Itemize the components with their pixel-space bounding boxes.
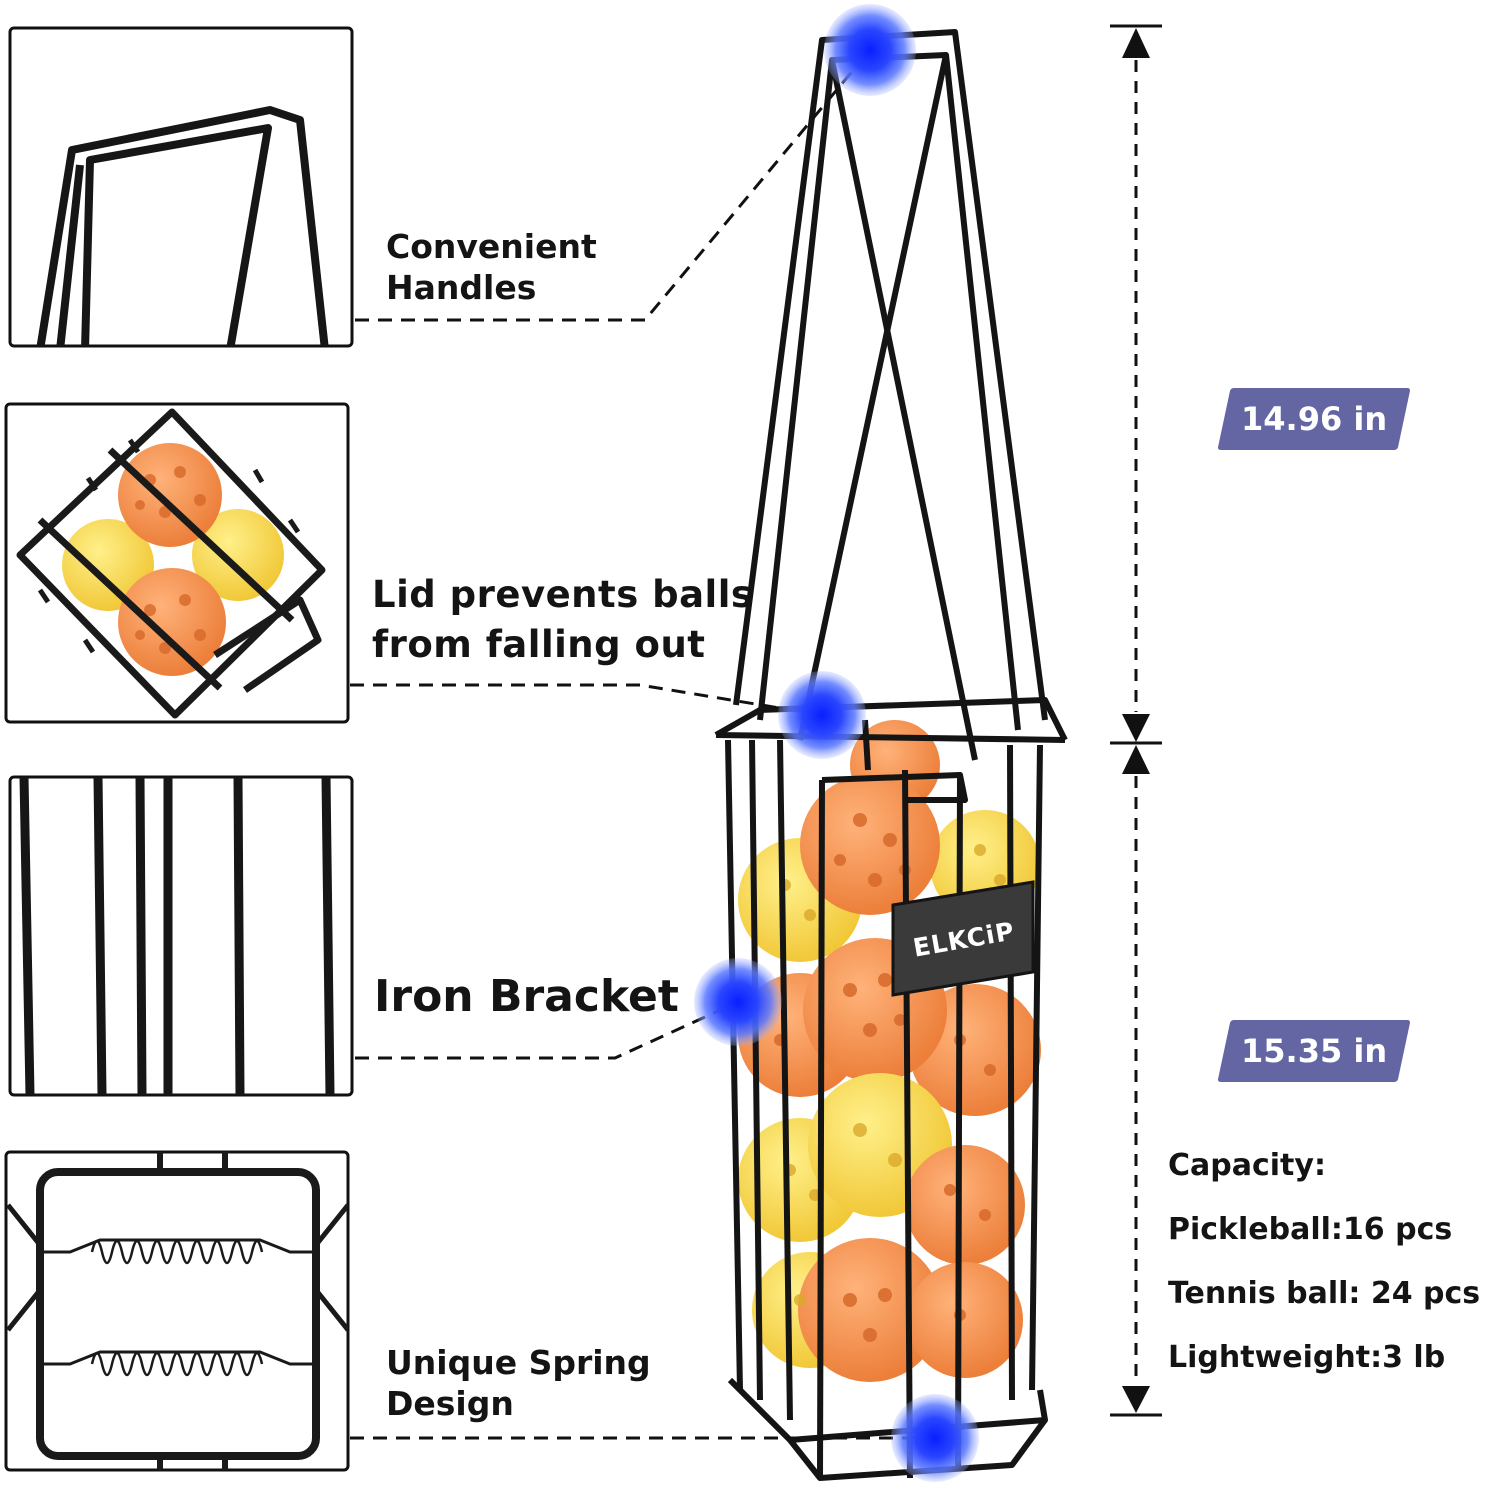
bracket-closeup-icon: [8, 775, 354, 1097]
lid-closeup-icon: [4, 402, 350, 724]
dimension-badge-top: 14.96 in: [1217, 388, 1411, 450]
hotspot-bracket-icon: [694, 958, 782, 1046]
callout-handles: Convenient Handles: [386, 226, 646, 308]
spec-pickleball: Pickleball:16 pcs: [1168, 1212, 1453, 1247]
callout-handles-line1: Convenient: [386, 227, 597, 266]
callout-spring-line2: Design: [386, 1384, 514, 1423]
callout-lid-line1: Lid prevents balls: [372, 573, 754, 616]
hotspot-icons: [694, 4, 979, 1482]
brand-plate: [891, 880, 1035, 997]
dimension-bottom-label: 15.35 in: [1240, 1032, 1388, 1070]
dimension-arrows: [1110, 24, 1162, 1417]
hotspot-spring-icon: [891, 1394, 979, 1482]
callout-lid-line2: from falling out: [372, 623, 706, 666]
specs-list: Capacity: Pickleball:16 pcs Tennis ball:…: [1168, 1140, 1497, 1396]
leader-lines: [350, 49, 930, 1440]
hotspot-handles-icon: [824, 4, 916, 96]
product-cage: [714, 697, 1068, 1481]
product-handles: [733, 29, 1048, 761]
dimension-badge-bottom: 15.35 in: [1217, 1020, 1411, 1082]
callout-spring: Unique Spring Design: [386, 1342, 686, 1424]
hotspot-lid-icon: [778, 671, 866, 759]
dimension-top-label: 14.96 in: [1240, 400, 1388, 438]
callout-bracket-line1: Iron Bracket: [374, 971, 679, 1022]
callout-handles-line2: Handles: [386, 268, 537, 307]
handles-closeup-icon: [8, 26, 354, 348]
spec-tennis: Tennis ball: 24 pcs: [1168, 1276, 1481, 1311]
spec-weight: Lightweight:3 lb: [1168, 1340, 1446, 1375]
callout-lid: Lid prevents balls from falling out: [372, 570, 754, 670]
callout-spring-line1: Unique Spring: [386, 1343, 651, 1382]
spring-closeup-icon: [4, 1150, 350, 1472]
callout-bracket: Iron Bracket: [374, 970, 704, 1024]
spec-capacity-label: Capacity:: [1168, 1148, 1326, 1183]
